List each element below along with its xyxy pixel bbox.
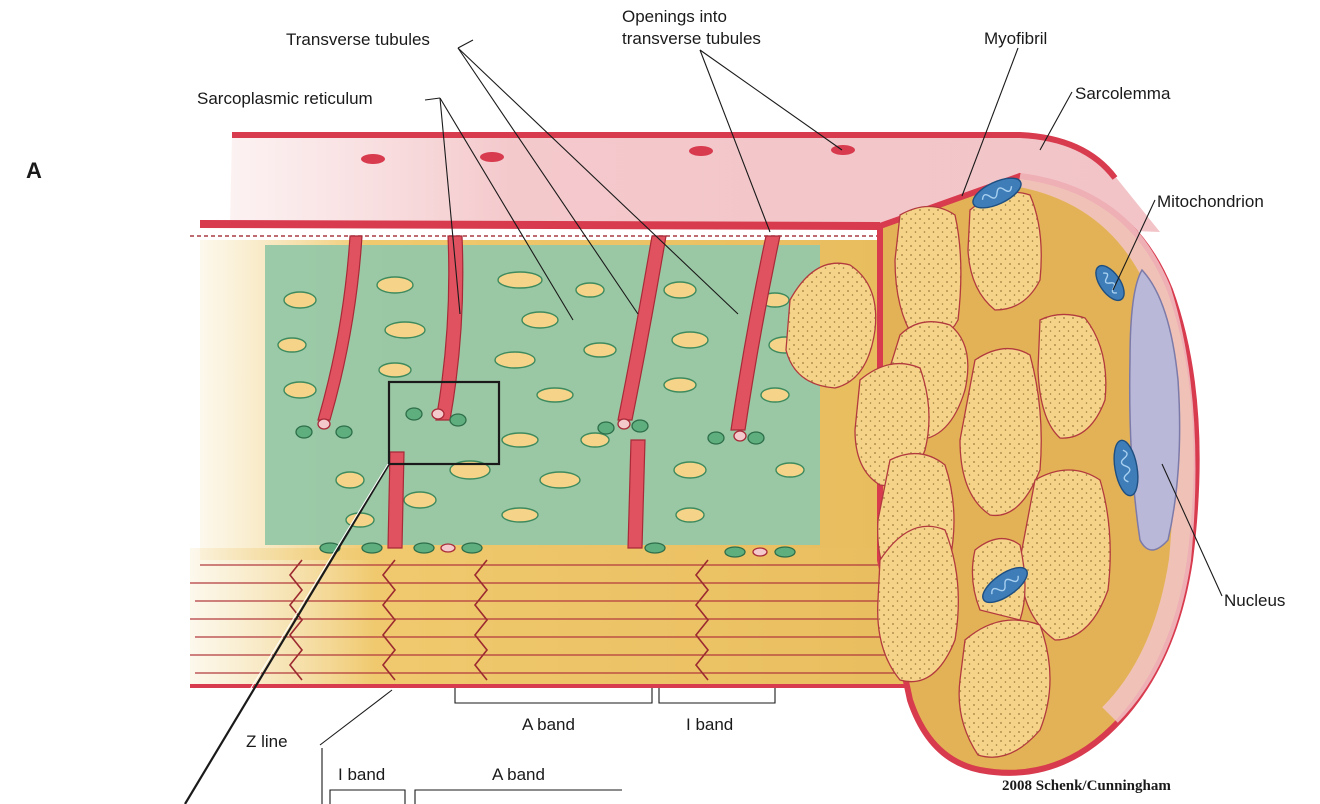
label-mitochondrion: Mitochondrion	[1157, 192, 1264, 211]
label-i-band-upper: I band	[686, 715, 733, 734]
label-myofibril: Myofibril	[984, 29, 1047, 48]
credit-text: 2008 Schenk/Cunningham	[1002, 778, 1171, 794]
label-a-band-upper: A band	[522, 715, 575, 734]
label-sarcoplasmic-reticulum: Sarcoplasmic reticulum	[197, 89, 373, 108]
label-sarcolemma: Sarcolemma	[1075, 84, 1171, 103]
label-openings-line1: Openings into	[622, 7, 727, 26]
sarcolemma-inner-edge	[190, 224, 880, 236]
label-transverse-tubules: Transverse tubules	[286, 30, 430, 49]
label-openings-line2: transverse tubules	[622, 29, 761, 48]
label-i-band-lower: I band	[338, 765, 385, 784]
panel-letter: A	[26, 158, 42, 183]
label-z-line: Z line	[246, 732, 288, 751]
label-nucleus: Nucleus	[1224, 591, 1285, 610]
label-a-band-lower: A band	[492, 765, 545, 784]
